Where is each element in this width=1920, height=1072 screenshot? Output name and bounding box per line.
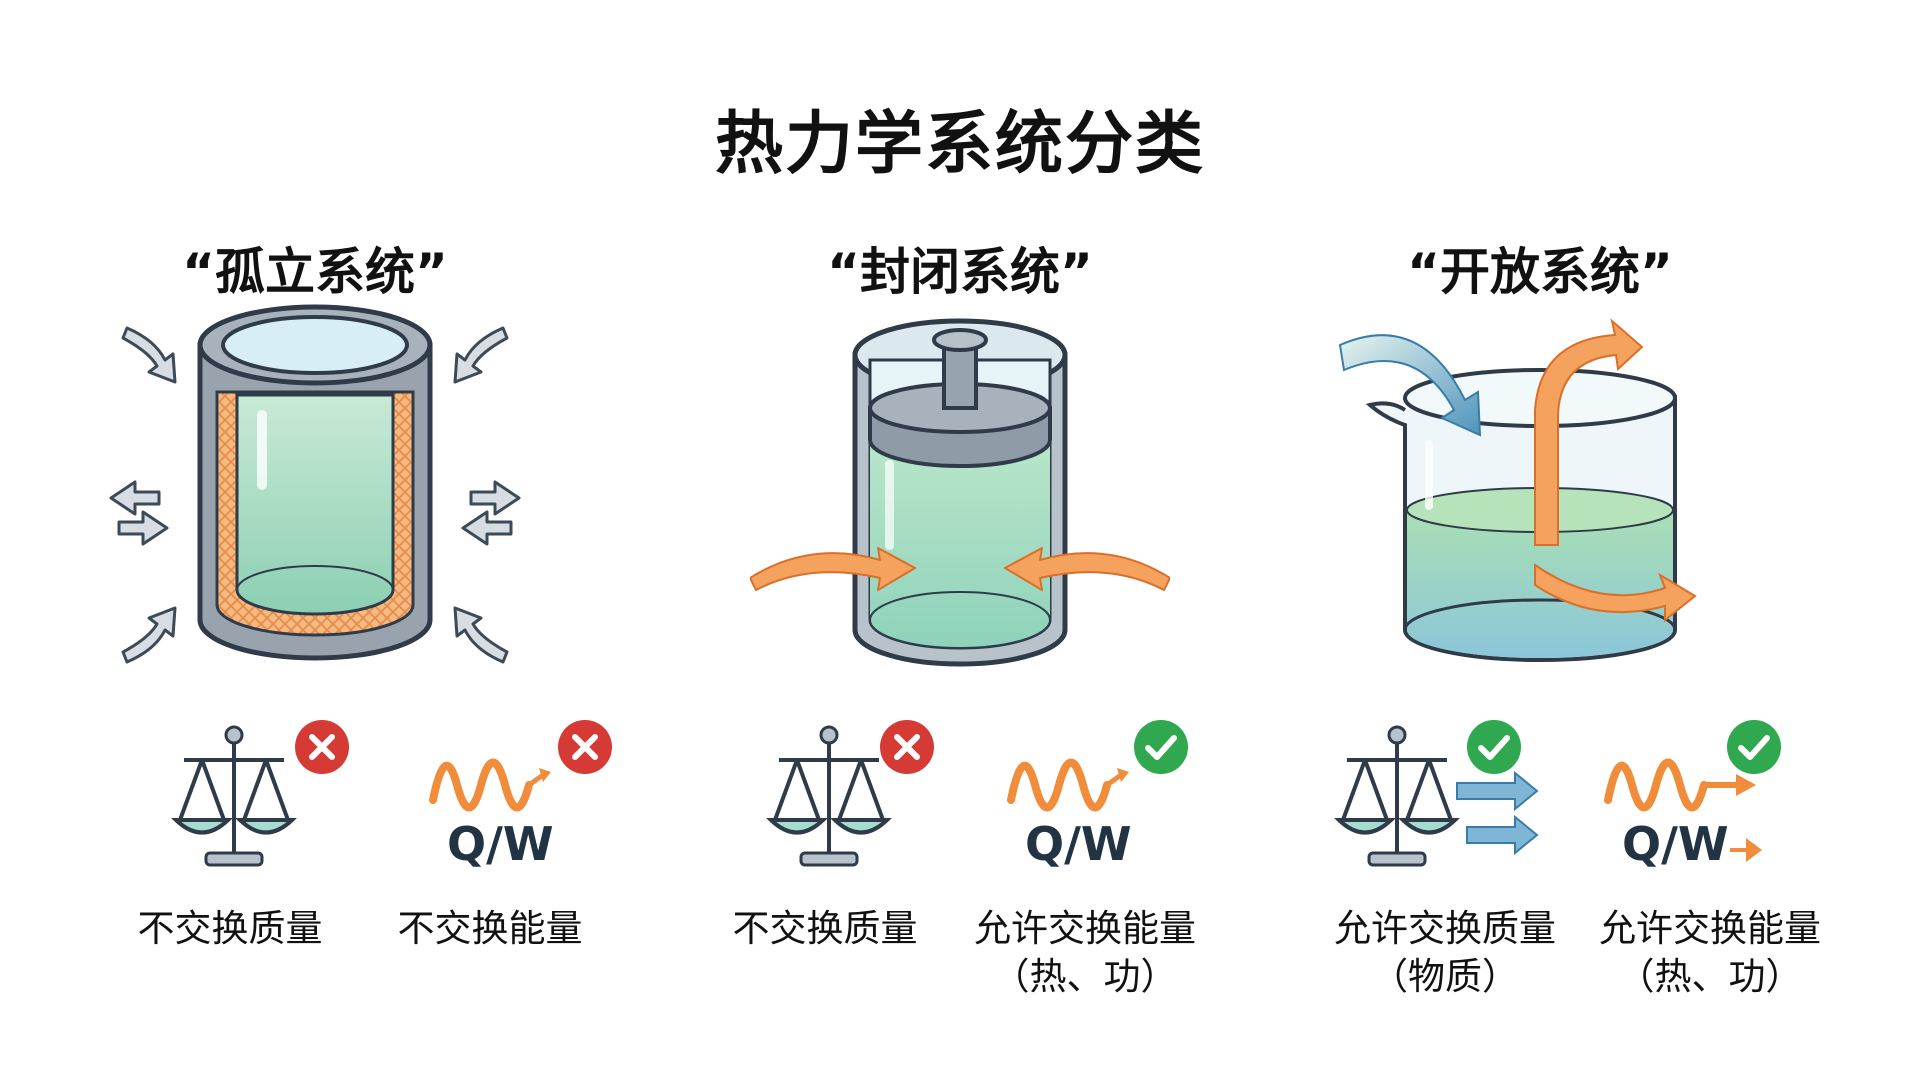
mass-exchange-label: 不交换质量 — [115, 905, 345, 953]
energy-exchange-label: 允许交换能量 （热、功） — [950, 905, 1220, 1001]
energy-exchange-label: 不交换能量 — [370, 905, 610, 953]
balance-scale-flow-icon — [1334, 725, 1539, 867]
closed-piston-illustration — [750, 318, 1170, 667]
heat-wave-icon: Q/W — [429, 758, 554, 871]
balance-scale-icon — [766, 725, 892, 867]
energy-exchange-text: 不交换能量 — [397, 907, 583, 950]
mass-exchange-text: 不交换质量 — [732, 907, 918, 950]
energy-exchange-label: 允许交换能量 （热、功） — [1575, 905, 1845, 1001]
mass-exchange-label: 不交换质量 — [710, 905, 940, 953]
energy-exchange-subtext: （热、功） — [992, 955, 1178, 998]
heat-wave-flow-icon: Q/W — [1604, 758, 1762, 871]
not-allowed-x-icon — [558, 720, 612, 774]
mass-exchange-subtext: （物质） — [1371, 955, 1519, 998]
open-beaker-illustration — [1338, 318, 1697, 662]
closed-system-column: “封闭系统” — [650, 0, 1270, 1072]
allowed-check-icon — [1467, 720, 1521, 774]
mass-exchange-label: 允许交换质量 （物质） — [1310, 905, 1580, 1001]
energy-exchange-text: 允许交换能量 — [974, 907, 1196, 950]
open-system-column: “开放系统” — [1230, 0, 1850, 1072]
main-title: 热力学系统分类 — [714, 105, 1205, 184]
isolated-system-column: “孤立系统” — [5, 0, 625, 1072]
mass-exchange-text: 允许交换质量 — [1334, 907, 1556, 950]
energy-symbol-label: Q/W — [447, 817, 554, 871]
allowed-check-icon — [1134, 720, 1188, 774]
heat-wave-icon: Q/W — [1007, 758, 1132, 871]
energy-symbol-label: Q/W — [1622, 817, 1729, 871]
not-allowed-x-icon — [295, 720, 349, 774]
open-system-title: “开放系统” — [1407, 243, 1673, 301]
mass-exchange-text: 不交换质量 — [137, 907, 323, 950]
balance-scale-icon — [171, 725, 297, 867]
isolated-container-illustration — [109, 304, 521, 664]
energy-exchange-subtext: （热、功） — [1617, 955, 1803, 998]
closed-system-title: “封闭系统” — [827, 243, 1093, 301]
allowed-check-icon — [1727, 720, 1781, 774]
isolated-system-title: “孤立系统” — [182, 243, 448, 301]
energy-exchange-text: 允许交换能量 — [1599, 907, 1821, 950]
not-allowed-x-icon — [880, 720, 934, 774]
energy-symbol-label: Q/W — [1025, 817, 1132, 871]
